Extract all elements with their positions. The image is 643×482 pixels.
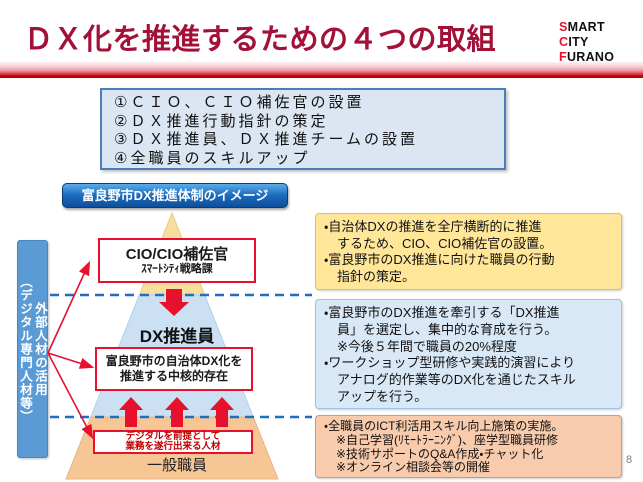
cio-box: CIO/CIO補佐官 ｽﾏｰﾄｼﾃｨ戦略課: [98, 238, 256, 283]
note-all-staff-skills: ・全職員のICT利活用スキル向上施策の実施。 ※自己学習(ﾘﾓｰﾄﾗｰﾆﾝｸﾞ)…: [315, 415, 622, 478]
connector-arrow-to-dx: [47, 352, 95, 369]
general-staff-label: 一般職員: [146, 457, 207, 474]
cio-box-title: CIO/CIO補佐官: [125, 245, 229, 263]
page-title: ＤＸ化を推進するための４つの取組: [24, 24, 497, 56]
diagram-heading-label: 富良野市DX推進体制のイメージ: [62, 183, 288, 208]
cio-box-subtitle: ｽﾏｰﾄｼﾃｨ戦略課: [141, 262, 213, 275]
logo-line-city: CITY: [559, 35, 589, 49]
up-arrow-1: [119, 397, 143, 427]
page-number: 8: [626, 454, 633, 466]
title-underline-band: [0, 62, 643, 78]
up-arrow-3: [210, 397, 234, 427]
digital-staff-box: デジタルを前提として業務を遂行出来る人材: [93, 430, 253, 454]
dx-promoter-box: 富良野市の自治体DX化を推進する中核的存在: [95, 347, 253, 391]
note-dx-promoters: ・富良野市のDX推進を牽引する「DX推進 員」を選定し、集中的な育成を行う。 ※…: [315, 299, 622, 409]
down-arrow: [159, 289, 189, 316]
up-arrow-2: [165, 397, 189, 427]
note-cio-setup: ・自治体DXの推進を全庁横断的に推進 するため、CIO、CIO補佐官の設置。・富…: [315, 213, 622, 290]
logo-line-furano: FURANO: [559, 50, 615, 64]
dx-promoter-label: DX推進員: [139, 327, 215, 346]
connector-arrow-to-cio: [47, 260, 90, 354]
connector-arrow-to-staff: [47, 352, 94, 440]
logo-line-smart: SMART: [559, 20, 605, 34]
smart-city-furano-logo: SMART CITY FURANO: [559, 20, 614, 65]
external-talent-bar: 外部人材の活用（デジタル専門人材等）: [17, 240, 48, 458]
